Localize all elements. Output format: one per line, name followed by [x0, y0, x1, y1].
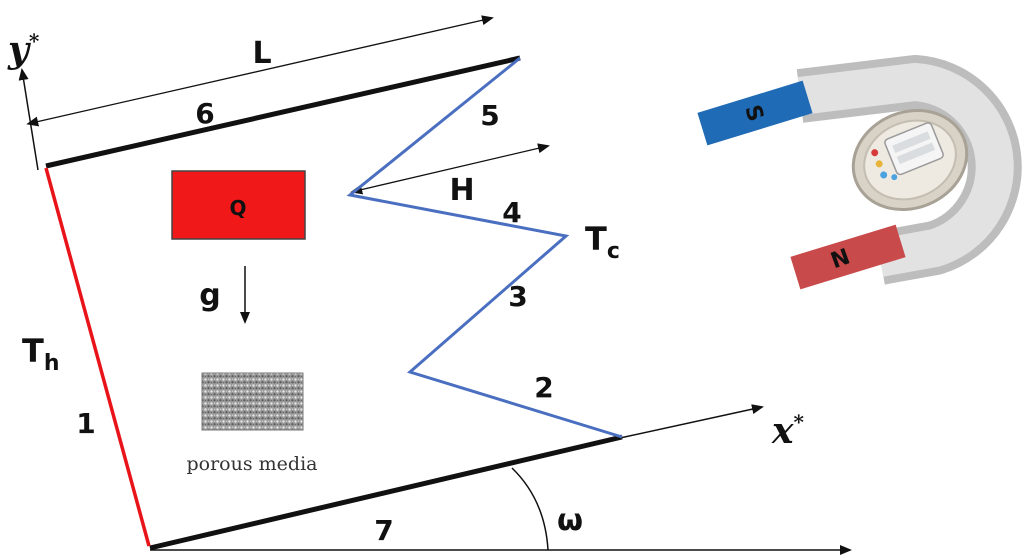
- heat-source: [171, 170, 306, 240]
- cold-wall-temperature: Tc: [585, 220, 620, 264]
- wall-6-adiabatic: [45, 55, 521, 169]
- wall-7-adiabatic: [149, 434, 623, 551]
- magnet-south-pole: [697, 80, 813, 146]
- amplitude-dimension-arrow: [350, 143, 550, 195]
- inclination-angle-arc: [511, 467, 549, 551]
- y-axis-line: [18, 68, 39, 171]
- length-label: L: [252, 36, 271, 71]
- inclination-angle-label: ω: [557, 503, 583, 538]
- wall-1-hot: [44, 167, 151, 547]
- magnet-north-pole: [790, 224, 906, 290]
- wall-number-7: 7: [374, 514, 393, 547]
- x-star-axis-line: [619, 404, 764, 439]
- wall-number-1: 1: [76, 407, 95, 440]
- wall-number-6: 6: [195, 97, 214, 130]
- magnet-icon: S N: [697, 55, 1022, 290]
- porous-media-label: porous media: [187, 453, 318, 475]
- wall-number-2: 2: [534, 371, 553, 404]
- wavy-cold-wall: [346, 56, 623, 439]
- wall-number-5: 5: [480, 99, 499, 132]
- gravity-label: g: [199, 278, 220, 313]
- magnetometer-dial: [851, 108, 969, 212]
- heat-source-label: Q: [229, 196, 246, 220]
- length-dimension-arrow: [26, 15, 494, 127]
- y-axis-label: y*: [7, 29, 40, 71]
- magnet-south-label: S: [739, 102, 768, 124]
- x-axis-label: x*: [771, 410, 804, 452]
- wall-number-4: 4: [502, 196, 521, 229]
- hot-wall-temperature: Th: [22, 332, 60, 376]
- amplitude-label: H: [449, 173, 474, 208]
- wall-number-3: 3: [508, 280, 527, 313]
- porous-media-sample: [201, 372, 304, 431]
